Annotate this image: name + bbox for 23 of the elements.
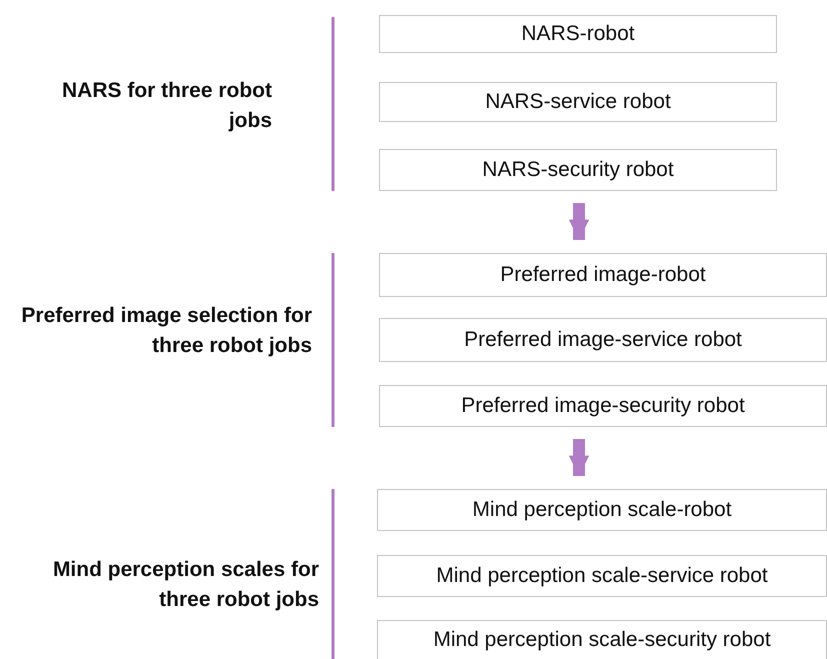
box-label: NARS-security robot [482, 158, 674, 182]
box-label: NARS-service robot [485, 90, 671, 114]
process-box [379, 385, 827, 427]
box-label: Preferred image-robot [500, 263, 706, 287]
process-box [377, 555, 827, 597]
process-box [379, 82, 777, 122]
box-label: Mind perception scale-service robot [436, 564, 768, 588]
process-box [377, 489, 827, 531]
group-heading: NARS for three robot jobs [61, 78, 272, 134]
process-box [379, 15, 777, 53]
process-box [379, 149, 777, 191]
process-box [377, 620, 827, 659]
box-label: Preferred image-security robot [461, 394, 745, 418]
group-heading: Preferred image selection for three robot jobs [20, 303, 312, 360]
box-label: Mind perception scale-security robot [433, 628, 771, 652]
block-arrow [568, 439, 590, 476]
box-label: Mind perception scale-robot [472, 498, 732, 522]
group-heading: Mind perception scales for three robot jobs [52, 557, 319, 614]
box-label: NARS-robot [521, 22, 635, 46]
process-box [379, 318, 827, 362]
process-box [379, 253, 827, 297]
box-label: Preferred image-service robot [464, 328, 742, 352]
block-arrow [568, 203, 590, 240]
